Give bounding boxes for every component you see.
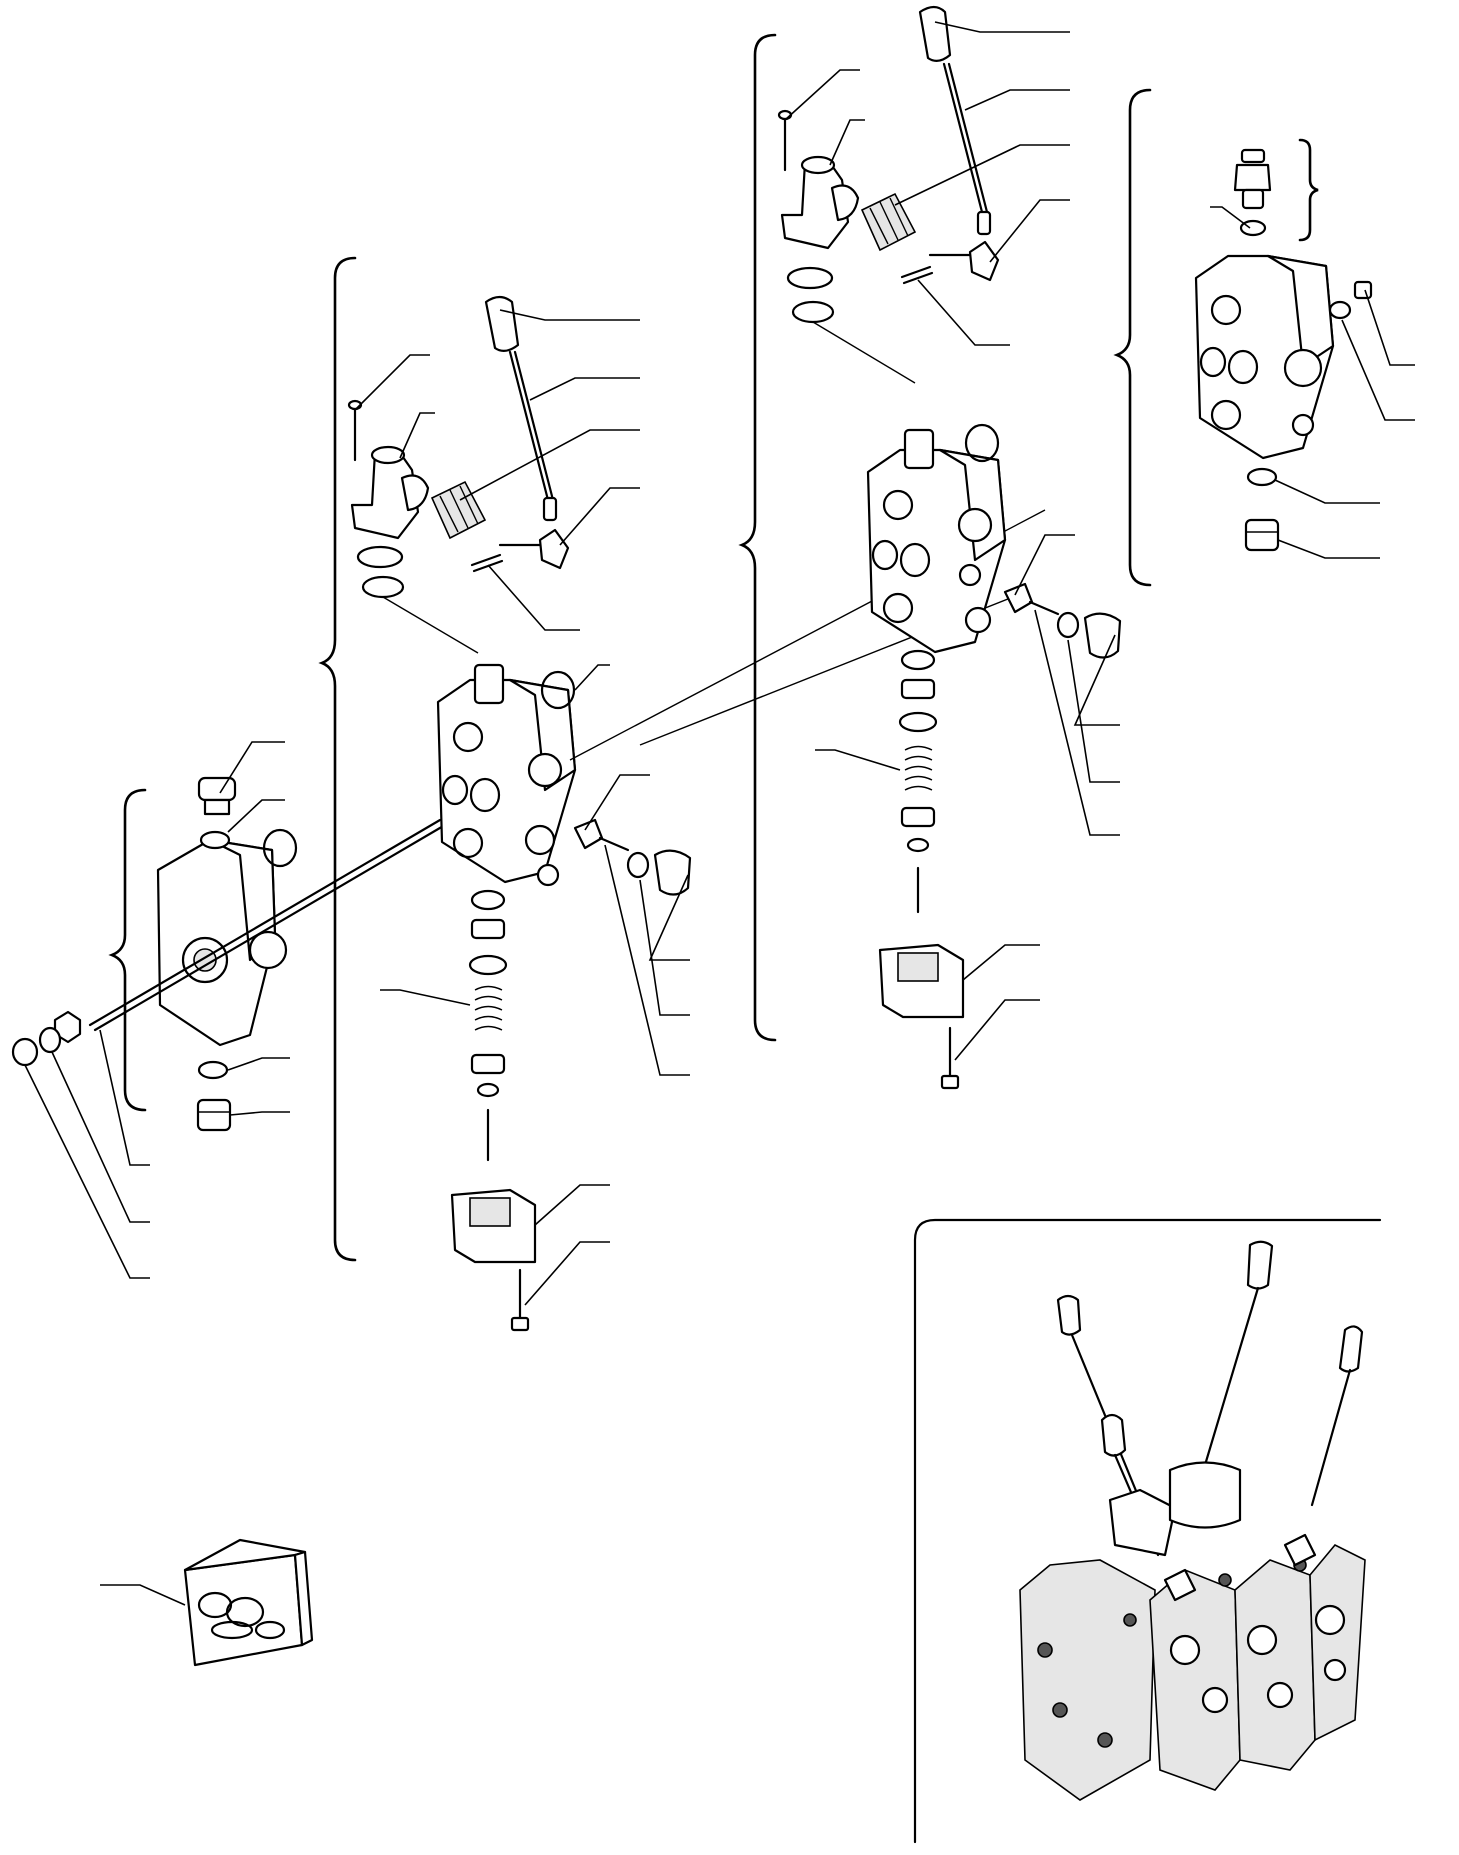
control-section-front — [318, 256, 1046, 1332]
seal-kit-pack — [100, 1538, 314, 1667]
assembled-view-inset — [913, 1218, 1382, 1844]
control-section-rear — [738, 5, 1122, 1090]
inlet-section — [11, 741, 447, 1279]
outlet-section — [1113, 88, 1415, 587]
